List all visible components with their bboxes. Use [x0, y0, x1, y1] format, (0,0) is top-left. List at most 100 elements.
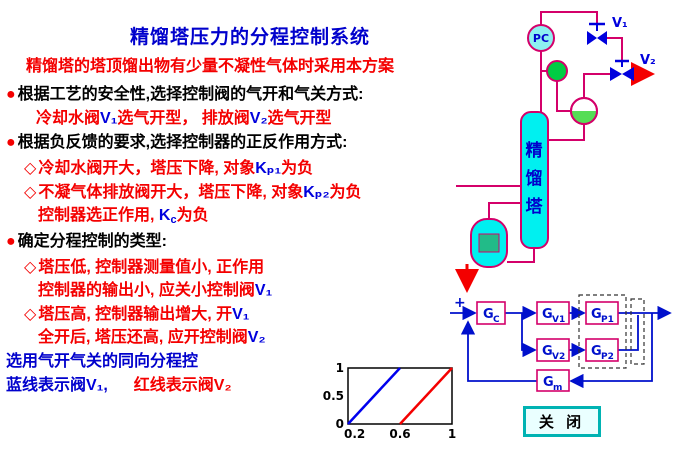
text-segment: 冷却水阀开大，塔压下降, 对象: [38, 160, 256, 177]
valve-v2-ref: V₂: [247, 329, 266, 346]
bullet-text: 根据负反馈的要求,选择控制器的正反作用方式:: [17, 134, 348, 151]
reflux-drum: [570, 97, 598, 125]
block-gp1-sub: P1: [601, 315, 614, 325]
summing-plus-sign: +: [454, 295, 466, 311]
gain-kc-ref: K: [158, 207, 171, 224]
block-gp2: [585, 338, 619, 362]
text-segment: 塔压高, 控制器输出增大, 开: [38, 306, 233, 323]
block-gc-sub: C: [493, 315, 500, 325]
reboiler: [470, 218, 508, 268]
pc-controller-label: PC: [533, 32, 549, 45]
bullet-text: 确定分程控制的类型:: [17, 233, 168, 250]
detail-open-v2: 全开后, 塔压还高, 应开控制阀V₂: [38, 323, 266, 347]
block-gp2-sub: P2: [601, 352, 614, 362]
gain-kp1-ref: Kₚ₁: [255, 160, 282, 177]
chart-y-tick-label: 1: [336, 361, 344, 375]
valve-v1-ref: V₁: [254, 282, 273, 299]
text-segment: 塔压低, 控制器测量值小, 正作用: [38, 259, 265, 276]
chart-x-tick-label: 1: [448, 427, 456, 441]
page-title: 精馏塔压力的分程控制系统: [129, 27, 370, 48]
block-gm: [536, 369, 570, 392]
pc-controller: [527, 24, 555, 52]
bullet-marker: ●: [6, 233, 16, 250]
detail-low-pressure: ◇塔压低, 控制器测量值小, 正作用: [24, 253, 264, 277]
block-gm-label: G: [543, 375, 554, 390]
chart-series-valve-V2: [399, 367, 453, 425]
column-label-char: 塔: [526, 196, 544, 217]
block-gp1-label: G: [591, 307, 602, 322]
chart-series-valve-V1: [347, 367, 401, 425]
page-subtitle: 精馏塔的塔顶馏出物有少量不凝性气体时采用本方案: [26, 58, 395, 75]
legend-red-text: 红线表示阀: [133, 377, 214, 394]
text-segment: 选气开型， 排放阀: [117, 110, 250, 127]
block-gv1-sub: V1: [552, 315, 565, 325]
conclusion-split-range: 选用气开气关的同向分程控: [6, 347, 198, 371]
text-segment: 控制器选正作用,: [38, 207, 159, 224]
block-gv1-label: G: [542, 307, 553, 322]
close-button[interactable]: 关 闭: [523, 406, 601, 437]
valve-v2-ref: V₂: [249, 110, 268, 127]
chart-x-tick-label: 0.2: [344, 427, 365, 441]
diamond-marker: ◇: [24, 306, 37, 323]
text-segment: 不凝气体排放阀开大，塔压下降, 对象: [38, 184, 304, 201]
chart-plot-box: [347, 367, 453, 425]
red-flow-arrows: [455, 62, 655, 293]
valve-v1-ref: V₁: [232, 306, 250, 323]
bullet-line-type: ●确定分程控制的类型:: [6, 227, 167, 251]
chart-x-tick-label: 0.6: [389, 427, 410, 441]
valve-v2-ref: V₂: [213, 377, 232, 394]
detail-kp1: ◇冷却水阀开大，塔压下降, 对象Kₚ₁为负: [24, 154, 313, 178]
text-segment: 冷却水阀: [36, 110, 101, 127]
valve-v1-ref: V₁: [86, 377, 104, 394]
block-gp2-label: G: [591, 344, 602, 359]
legend-line: 蓝线表示阀V₁, 红线表示阀V₂: [6, 371, 232, 395]
block-gv2-sub: V2: [552, 352, 565, 362]
block-gv2: [536, 338, 570, 362]
output-dashed-boundary: [630, 298, 645, 365]
bullet-line-feedback: ●根据负反馈的要求,选择控制器的正反作用方式:: [6, 128, 347, 152]
detail-close-v1: 控制器的输出小, 应关小控制阀V₁: [38, 276, 272, 300]
valve-v1-label: V₁: [612, 16, 628, 31]
detail-kc: 控制器选正作用, Kc为负: [38, 201, 209, 226]
text-segment: 选用气开气关的同向分程控: [6, 353, 199, 370]
valve-v1-ref: V₁: [100, 110, 118, 127]
block-gp1: [585, 301, 619, 325]
block-gv1: [536, 301, 570, 325]
text-segment: 为负: [329, 184, 362, 201]
process-piping: [456, 11, 623, 263]
column-label-char: 精: [526, 140, 543, 161]
block-diagram: + G C G V1 G V2 G P1 G P2 G m: [450, 294, 672, 393]
diamond-marker: ◇: [24, 160, 37, 177]
text-segment: 全开后, 塔压还高, 应开控制阀: [38, 329, 248, 346]
valve-v2-label: V₂: [640, 53, 656, 68]
text-segment: 选气开型: [267, 110, 332, 127]
block-gc: [476, 301, 506, 325]
column-label-char: 馏: [526, 168, 543, 189]
block-gc-label: G: [483, 307, 494, 322]
diamond-marker: ◇: [24, 259, 37, 276]
gain-kc-sub: c: [170, 214, 177, 226]
gain-kp2-ref: Kₚ₂: [303, 184, 330, 201]
split-range-chart: 0.2 0.6 1 0 0.5 1: [323, 361, 456, 441]
block-gv2-label: G: [542, 344, 553, 359]
condenser: [546, 60, 568, 82]
bullet-marker: ●: [6, 134, 16, 151]
bullet-marker: ●: [6, 86, 16, 103]
diamond-marker: ◇: [24, 184, 37, 201]
bullet-line-safety: ●根据工艺的安全性,选择控制阀的气开和气关方式:: [6, 80, 363, 104]
detail-valve-types: 冷却水阀V₁选气开型， 排放阀V₂选气开型: [36, 104, 332, 128]
legend-blue-comma: ,: [103, 377, 108, 394]
detail-kp2: ◇不凝气体排放阀开大，塔压下降, 对象Kₚ₂为负: [24, 178, 362, 202]
text-segment: 为负: [281, 160, 314, 177]
chart-y-tick-label: 0: [336, 417, 344, 431]
text-segment: 控制器的输出小, 应关小控制阀: [38, 282, 255, 299]
bullet-text: 根据工艺的安全性,选择控制阀的气开和气关方式:: [17, 86, 364, 103]
chart-y-tick-label: 0.5: [323, 389, 344, 403]
detail-high-pressure: ◇塔压高, 控制器输出增大, 开V₁: [24, 300, 249, 324]
valve-v2-icon: [610, 59, 634, 81]
text-segment: 为负: [176, 207, 209, 224]
distillation-column: [520, 111, 549, 249]
legend-blue-text: 蓝线表示阀: [6, 377, 87, 394]
